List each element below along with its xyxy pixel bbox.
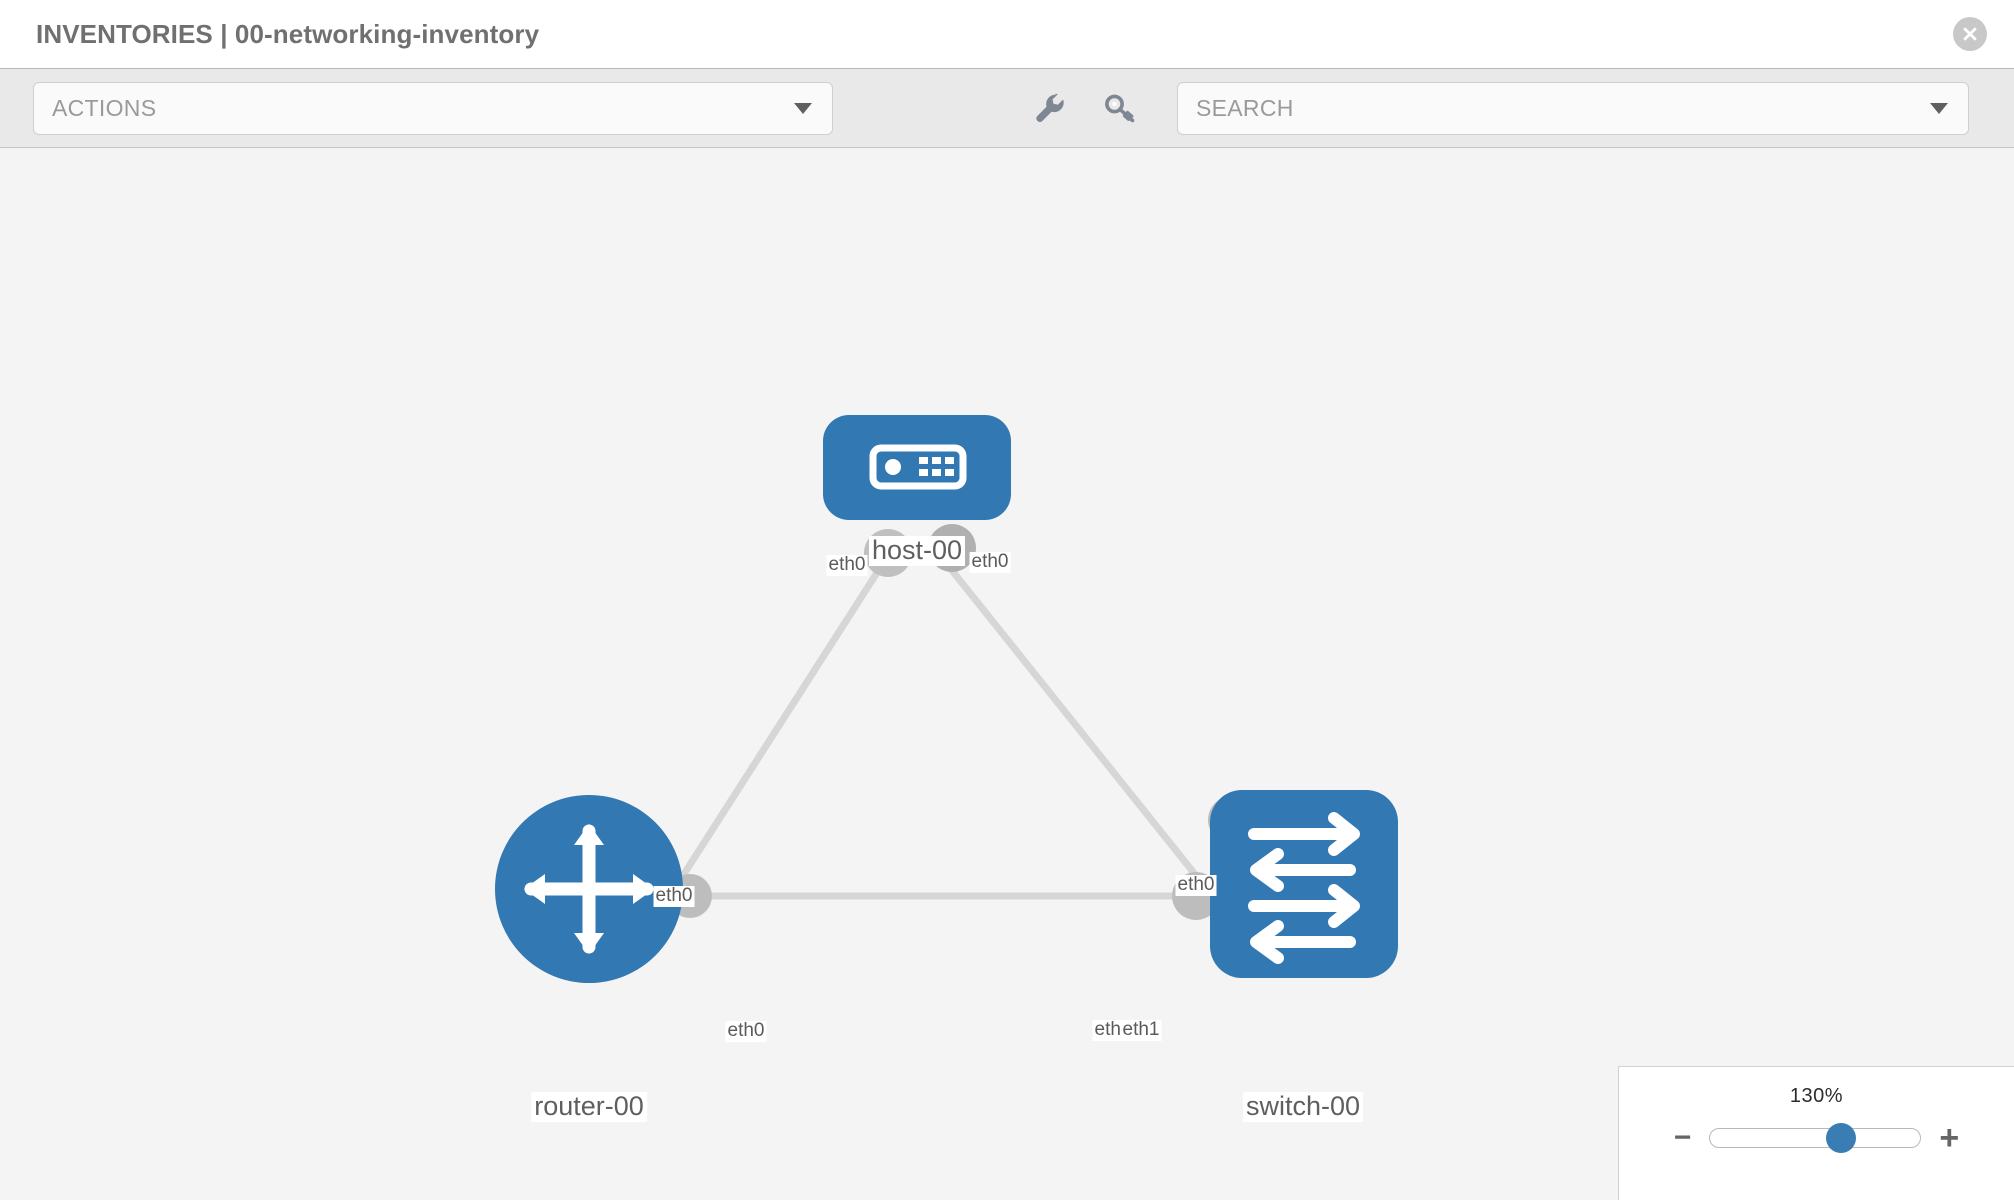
zoom-slider-thumb[interactable] <box>1825 1123 1856 1153</box>
search-input[interactable]: SEARCH <box>1177 81 1969 135</box>
zoom-slider-track[interactable] <box>1709 1123 1922 1153</box>
zoom-control: 130% − + <box>1618 1066 2014 1200</box>
zoom-slider-row: − + <box>1619 1121 2014 1155</box>
link-host-switch[interactable] <box>947 565 1241 931</box>
zoom-out-button[interactable]: − <box>1673 1121 1692 1154</box>
node-switch-00[interactable] <box>1210 790 1398 978</box>
key-icon[interactable] <box>1103 91 1137 125</box>
chevron-down-icon[interactable] <box>1930 102 1948 114</box>
zoom-percent-label: 130% <box>1789 1085 1844 1107</box>
iface-label: eth0 <box>969 551 1011 573</box>
node-router-00[interactable] <box>495 795 683 983</box>
iface-label: eth0 <box>725 1020 767 1042</box>
topology-canvas[interactable]: eth0 eth0 eth0 eth0 eth0 eth0 eth1 host-… <box>0 148 2014 1200</box>
toolbar-icon-group <box>1033 91 1137 125</box>
wrench-icon[interactable] <box>1033 91 1067 125</box>
search-placeholder: SEARCH <box>1196 94 1294 121</box>
close-icon[interactable] <box>1953 17 1987 51</box>
actions-dropdown-label: ACTIONS <box>52 94 157 121</box>
actions-dropdown[interactable]: ACTIONS <box>33 81 833 135</box>
node-host-00[interactable] <box>823 415 1011 520</box>
iface-label: eth0 <box>1175 874 1217 896</box>
iface-label: eth1 <box>1120 1019 1162 1041</box>
iface-label: eth0 <box>653 885 695 907</box>
node-label-router-00: router-00 <box>531 1091 647 1122</box>
iface-label: eth0 <box>826 554 868 576</box>
toolbar: ACTIONS SEARCH <box>0 69 2014 148</box>
close-x-glyph <box>1963 27 1977 41</box>
zoom-in-button[interactable]: + <box>1939 1119 1960 1157</box>
page-title: INVENTORIES | 00-networking-inventory <box>36 18 540 49</box>
topology-graph <box>495 415 1398 983</box>
node-label-switch-00: switch-00 <box>1242 1091 1364 1122</box>
page-header: INVENTORIES | 00-networking-inventory <box>0 0 2014 69</box>
chevron-down-icon <box>794 102 812 114</box>
node-label-host-00: host-00 <box>868 535 966 566</box>
